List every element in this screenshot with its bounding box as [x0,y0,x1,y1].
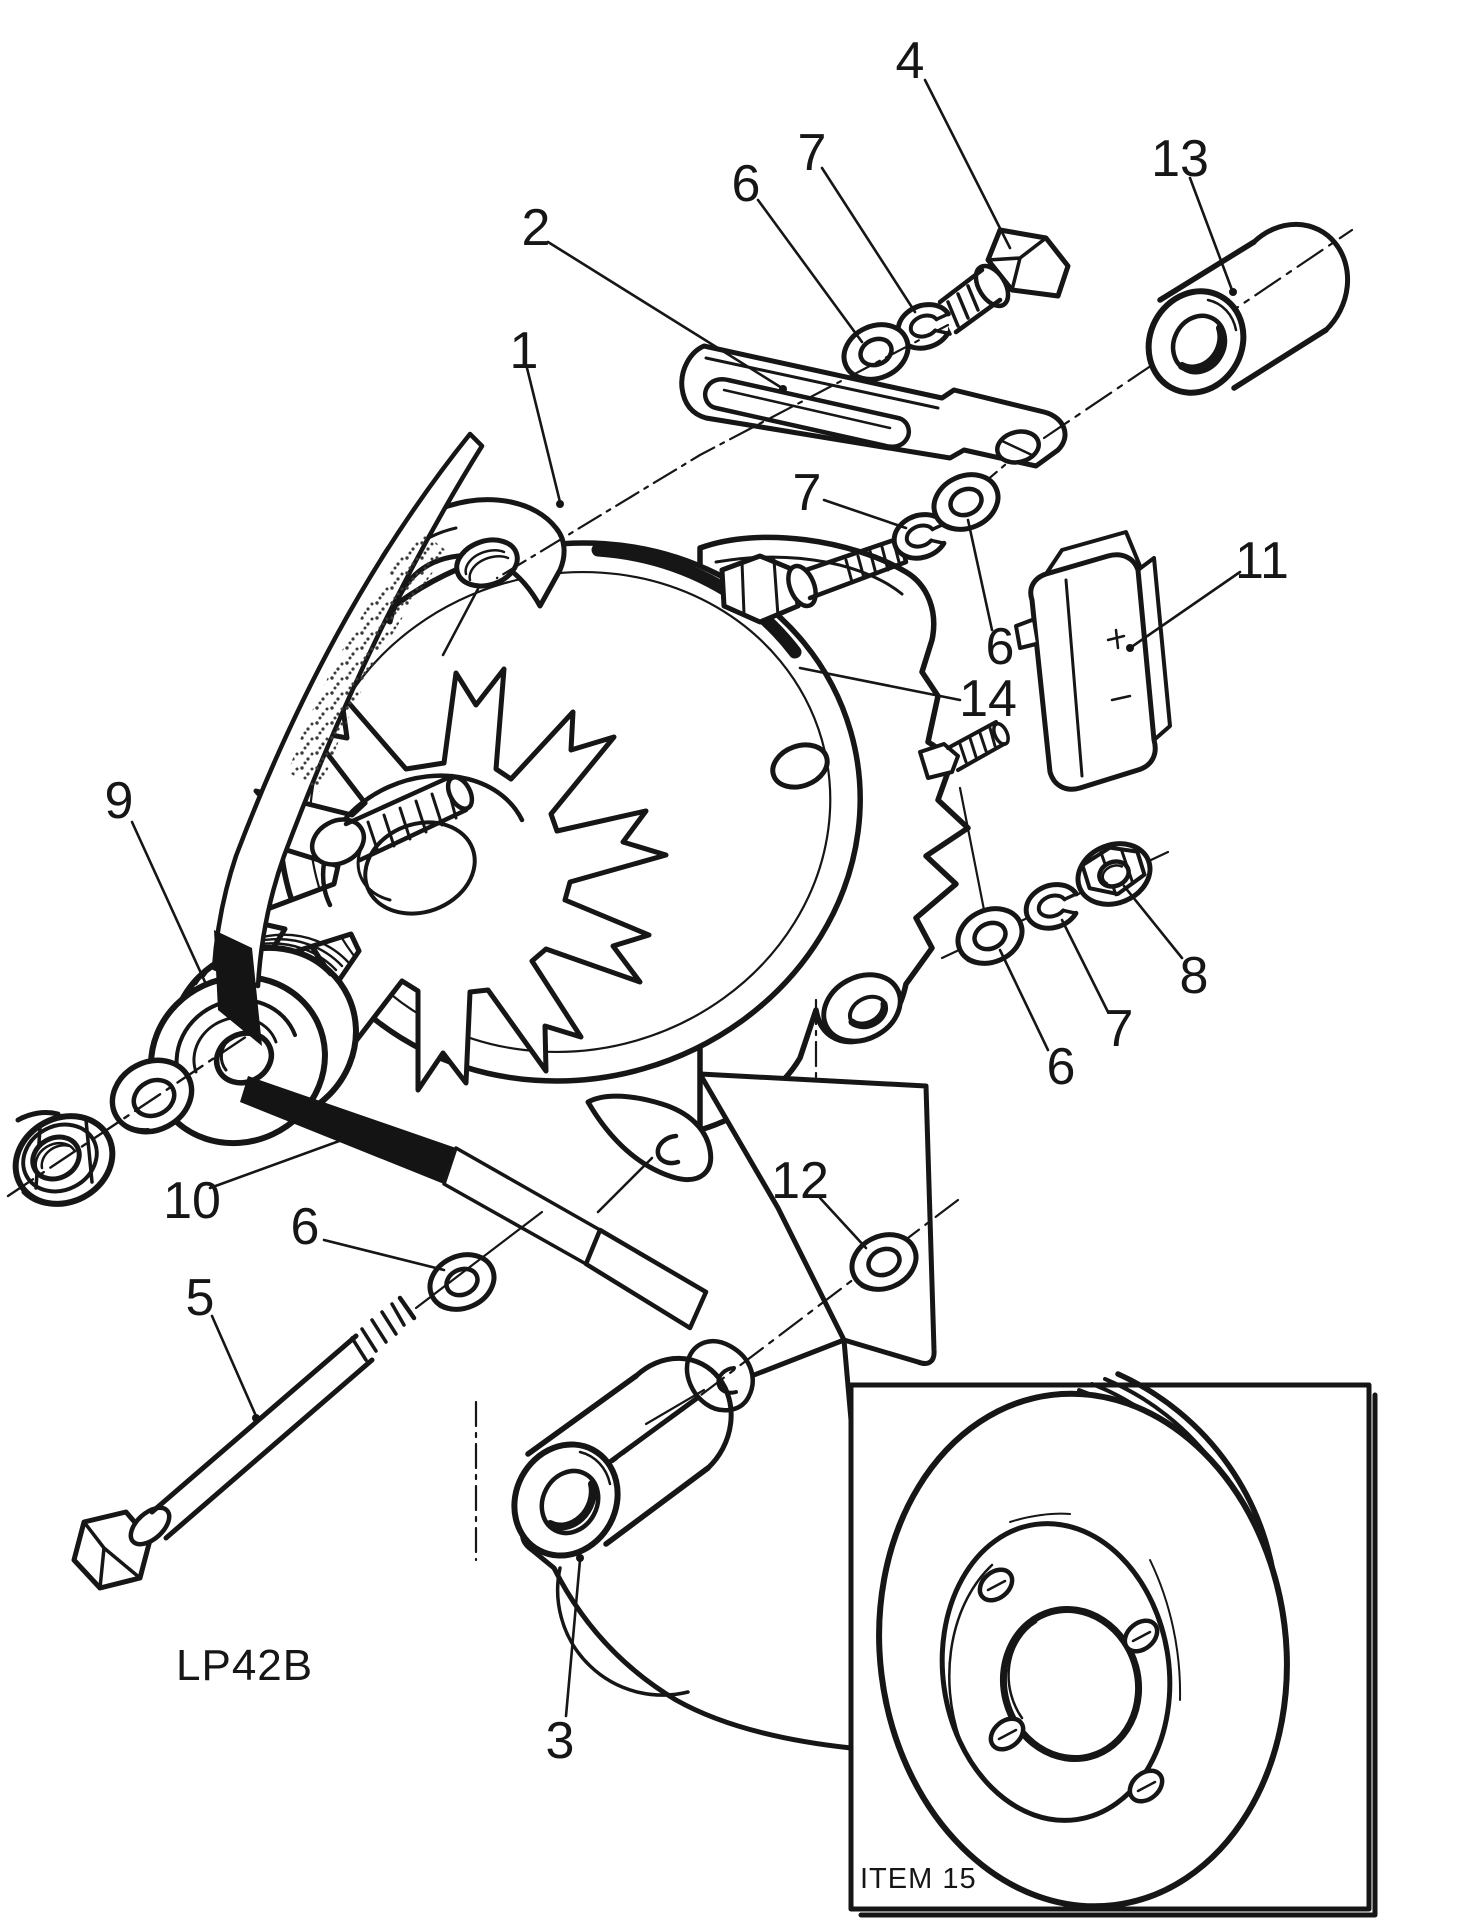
callout-7c: 7 [1105,1000,1134,1058]
rear-lug-bush [821,972,903,1044]
adjusting-boss [770,742,830,790]
plain-washer-d [421,1245,502,1319]
bottom-mounting-ear [585,1093,714,1214]
figure-code: LP42B [176,1641,313,1690]
terminal-stud [918,720,1010,780]
callout-6a: 6 [732,155,761,213]
callout-13: 13 [1151,130,1209,188]
callout-4: 4 [896,32,925,90]
callout-6b: 6 [986,618,1015,676]
spring-washer-c [1020,878,1085,936]
callout-7a: 7 [798,124,827,182]
leader-lines [130,78,1242,1718]
drive-belt [211,431,709,1331]
pulley-axis-line [6,1024,264,1198]
callout-6c: 6 [1047,1038,1076,1096]
callout-1: 1 [510,322,539,380]
callout-8: 8 [1180,947,1209,1005]
callout-9: 9 [105,772,134,830]
callout-5: 5 [186,1269,215,1327]
inset-pulley-bolt-holes [977,1567,1165,1804]
adjusting-link [679,343,1068,469]
spacer-lower [511,1355,734,1559]
callout-11: 11 [1235,532,1289,590]
callout-labels: 1 2 3 4 5 6 6 6 6 7 7 7 8 9 10 11 12 13 … [105,32,1289,1770]
spacer-upper [1042,221,1354,440]
plain-washer-c [949,899,1030,973]
callout-6d: 6 [291,1198,320,1256]
inset-pulley [876,1371,1290,1910]
rotor-shaft [309,773,475,867]
inset-caption: ITEM 15 [860,1863,977,1895]
inset-box: ITEM 15 [848,1371,1378,1918]
callout-7b: 7 [793,464,822,522]
adjusting-bolt [936,227,1071,336]
callout-14: 14 [959,670,1017,728]
callout-12: 12 [771,1152,829,1210]
pulley-nut [12,1110,116,1207]
callout-3: 3 [546,1712,575,1770]
callout-2: 2 [522,199,551,257]
callout-10: 10 [163,1172,221,1230]
terminal-cover [1014,530,1172,792]
bolt4-axis-line [495,323,950,580]
nut [1075,841,1153,907]
pivot-bolt-lower [71,1210,544,1591]
